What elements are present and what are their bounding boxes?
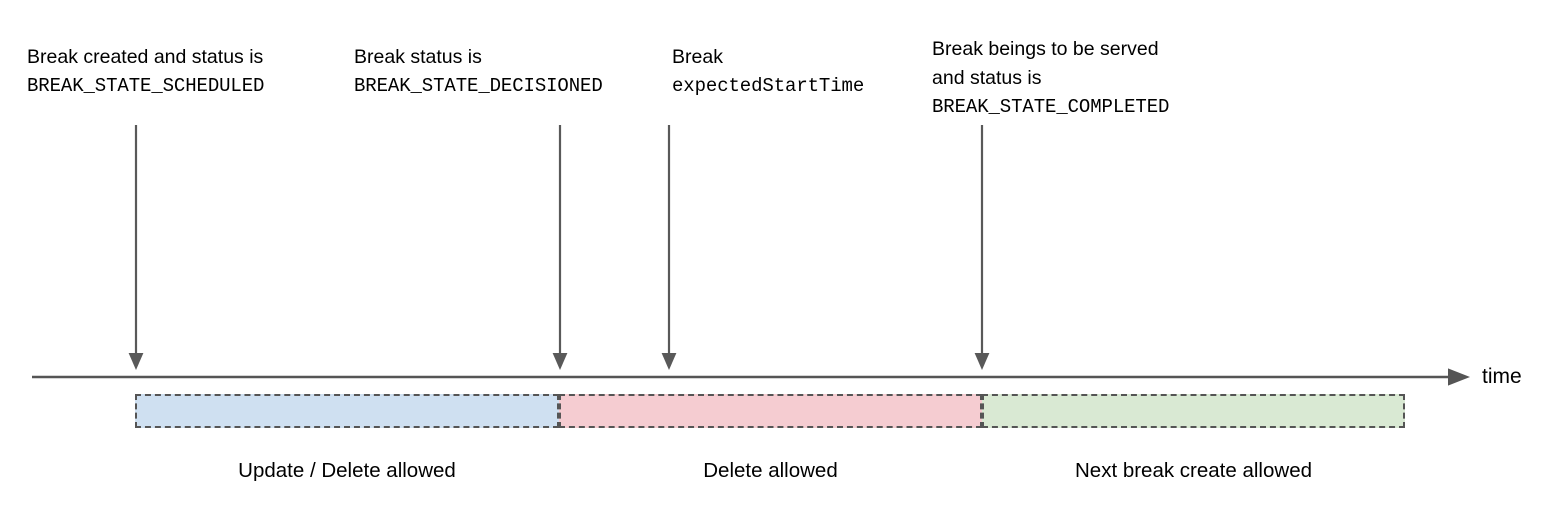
marker-arrow-break-completed xyxy=(974,125,990,370)
phase-bar-update-delete xyxy=(135,394,559,428)
marker-arrow-break-decisioned xyxy=(552,125,568,370)
annotation-break-created: Break created and status is BREAK_STATE_… xyxy=(27,43,264,101)
phase-bar-next-break-create xyxy=(982,394,1405,428)
annotation-line: Break beings to be served xyxy=(932,38,1159,60)
annotation-line-code: BREAK_STATE_DECISIONED xyxy=(354,75,603,97)
marker-arrow-break-created xyxy=(128,125,144,370)
annotation-line: Break created and status is xyxy=(27,46,264,68)
annotation-expected-start-time: Break expectedStartTime xyxy=(672,43,864,101)
annotation-line: Break status is xyxy=(354,46,482,68)
annotation-line-code: BREAK_STATE_SCHEDULED xyxy=(27,75,265,97)
annotation-line-code: BREAK_STATE_COMPLETED xyxy=(932,96,1170,118)
phase-caption-update-delete: Update / Delete allowed xyxy=(238,459,456,482)
time-axis-label: time xyxy=(1482,365,1522,388)
phase-caption-delete: Delete allowed xyxy=(703,459,838,482)
phase-bar-delete xyxy=(559,394,982,428)
annotation-line-code: expectedStartTime xyxy=(672,75,865,97)
annotation-line: and status is xyxy=(932,67,1042,89)
annotation-line: Break xyxy=(672,46,723,68)
marker-arrow-expected-start-time xyxy=(661,125,677,370)
time-axis xyxy=(32,368,1470,386)
annotation-break-decisioned: Break status is BREAK_STATE_DECISIONED xyxy=(354,43,603,101)
annotation-break-completed: Break beings to be served and status is … xyxy=(932,35,1169,122)
phase-caption-next-break-create: Next break create allowed xyxy=(1074,459,1312,482)
